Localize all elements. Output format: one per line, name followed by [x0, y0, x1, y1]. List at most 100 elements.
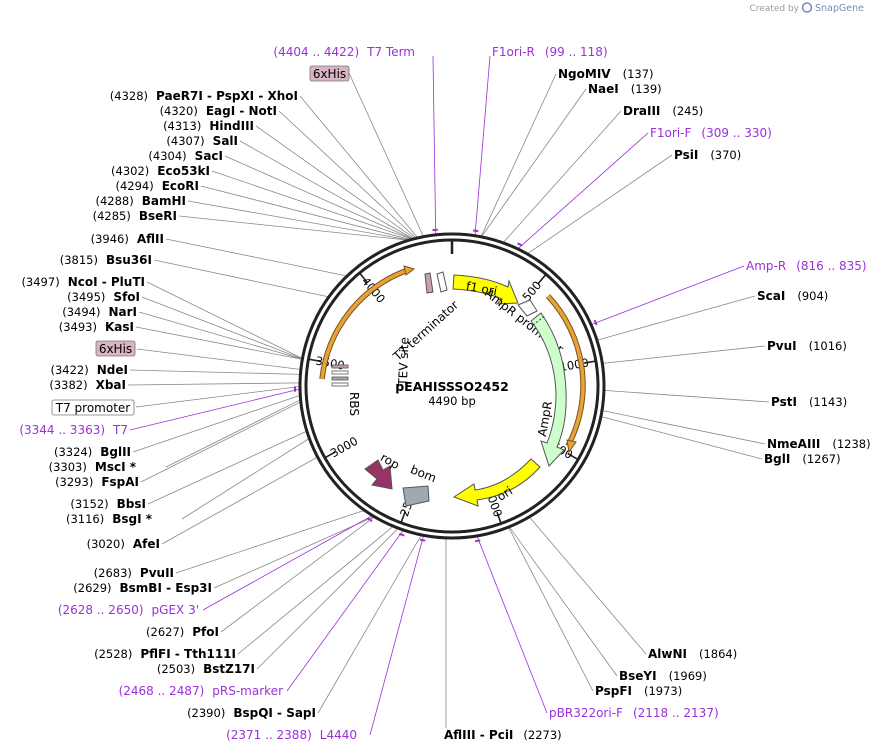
his-tag-box-label[interactable]: 6xHis [99, 342, 132, 356]
t7-promoter-box-label[interactable]: T7 promoter [55, 401, 131, 415]
leader-line [175, 509, 365, 574]
right-label[interactable]: PvuI(1016) [767, 339, 847, 353]
t7-promoter-feature[interactable] [331, 382, 349, 387]
right-label[interactable]: Amp-R(816 .. 835) [746, 259, 867, 273]
left-label[interactable]: (3293)FspAI [55, 475, 139, 489]
right-label[interactable]: BglI(1267) [764, 452, 841, 466]
left-label[interactable]: (2683)PvuII [94, 566, 174, 580]
leader-lines [127, 55, 770, 736]
ampr-label: AmpR [535, 400, 555, 438]
left-label[interactable]: (4307)SalI [166, 134, 238, 148]
right-label[interactable]: AlwNI(1864) [648, 647, 737, 661]
snapgene-logo-icon [801, 2, 813, 13]
right-label[interactable]: pBR322ori-F(2118 .. 2137) [549, 706, 719, 720]
leader-line [153, 259, 329, 298]
left-label[interactable]: (4320)EagI - NotI [160, 104, 277, 118]
leader-line [255, 125, 415, 239]
left-label[interactable]: (4302)Eco53kI [111, 164, 210, 178]
left-label[interactable]: (3152)BbsI [70, 497, 146, 511]
leader-line [135, 326, 303, 360]
his-tag-feature[interactable] [331, 364, 349, 369]
right-label[interactable]: NgoMIV(137) [558, 67, 654, 81]
left-labels: (4404 .. 4422)T7 Term 6xHis (4328)PaeR7I… [19, 45, 415, 742]
leader-line [132, 394, 301, 453]
left-label[interactable]: (3344 .. 3363)T7 [19, 423, 128, 437]
tick-label: 3500 [314, 354, 345, 373]
leader-line [135, 386, 301, 408]
left-label[interactable]: (3422)NdeI [51, 363, 129, 377]
left-label[interactable]: (4294)EcoRI [115, 179, 199, 193]
f1-ori-feature[interactable] [452, 274, 519, 305]
leader-line [237, 525, 394, 655]
ampr-feature[interactable] [530, 312, 567, 467]
tev-site-label: TEV site [396, 337, 412, 387]
leader-line [508, 526, 594, 692]
insert-orf-arc [320, 268, 409, 380]
leader-line [474, 55, 491, 236]
left-label[interactable]: (2371 .. 2388)L4440 [226, 728, 357, 742]
bottom-label[interactable]: AflIII - PciI(2273) [444, 728, 562, 742]
right-label[interactable]: ScaI(904) [757, 289, 828, 303]
rbs-feature[interactable] [331, 376, 349, 381]
left-label[interactable]: (2390)BspQI - SapI [187, 706, 316, 720]
right-label[interactable]: DraIII(245) [623, 104, 703, 118]
rbs-label: RBS [347, 392, 361, 416]
rop-feature[interactable] [364, 459, 393, 490]
leader-line [141, 296, 303, 360]
left-label[interactable]: (2528)PflFI - Tth111I [94, 647, 236, 661]
backbone-outer-ring [298, 232, 606, 540]
tick-mark [308, 358, 321, 363]
primer-bind-mark [517, 242, 523, 247]
ampr-promoter-feature[interactable] [517, 299, 538, 317]
right-label[interactable]: NmeAIII(1238) [767, 437, 871, 451]
left-label[interactable]: (4404 .. 4422)T7 Term [273, 45, 415, 59]
leader-line [129, 369, 301, 375]
leader-line [590, 265, 745, 325]
ori-feature[interactable] [452, 458, 541, 507]
ampr-orf-arc [546, 294, 585, 447]
right-label[interactable]: PstI(1143) [771, 395, 847, 409]
left-label[interactable]: (3494)NarI [62, 305, 137, 319]
leader-line [239, 140, 414, 240]
tick-mark [358, 272, 368, 283]
left-label[interactable]: (3946)AflII [91, 232, 164, 246]
right-label[interactable]: F1ori-R(99 .. 118) [492, 45, 608, 59]
his-tag-box-label[interactable]: 6xHis [313, 67, 346, 81]
tev-site-feature[interactable] [331, 370, 349, 375]
leader-line [146, 281, 303, 359]
left-label[interactable]: (2629)BsmBI - Esp3I [73, 581, 212, 595]
left-label[interactable]: (3324)BglII [54, 445, 131, 459]
t7-terminator-feature[interactable] [424, 272, 434, 294]
left-label[interactable]: (3382)XbaI [49, 378, 126, 392]
left-label[interactable]: (2503)BstZ17I [157, 662, 255, 676]
left-label[interactable]: (2627)PfoI [146, 625, 219, 639]
left-label[interactable]: (4313)HindIII [163, 119, 254, 133]
right-label[interactable]: BseYI(1969) [619, 669, 707, 683]
primer-bind-mark [419, 538, 426, 542]
bom-feature[interactable] [402, 485, 430, 507]
left-label[interactable]: (3303)MscI * [49, 460, 137, 474]
left-label[interactable]: (4285)BseRI [93, 209, 177, 223]
right-label[interactable]: NaeI(139) [588, 82, 662, 96]
tick-mark [400, 511, 406, 524]
ampr-junction-marker [532, 315, 546, 326]
left-label[interactable]: (3116)BsgI * [66, 512, 153, 526]
left-label[interactable]: (4328)PaeR7I - PspXI - XhoI [110, 89, 298, 103]
left-label[interactable]: (3495)SfoI [67, 290, 140, 304]
plasmid-name: pEAHISSSO2452 [395, 379, 509, 394]
t7-terminator-hairpin-icon [436, 271, 448, 293]
left-label[interactable]: (3815)Bsu36I [60, 253, 152, 267]
plasmid-length: 4490 bp [428, 394, 476, 408]
left-label[interactable]: (3020)AfeI [87, 537, 160, 551]
left-label[interactable]: (4304)SacI [148, 149, 223, 163]
left-label[interactable]: (4288)BamHI [95, 194, 186, 208]
left-label[interactable]: (2628 .. 2650)pGEX 3' [58, 603, 199, 617]
left-label[interactable]: (3497)NcoI - PluTI [21, 275, 145, 289]
left-label[interactable]: (3493)KasI [59, 320, 134, 334]
leader-line [200, 185, 411, 241]
his-tag-box [309, 65, 350, 82]
right-label[interactable]: PsiI(370) [674, 148, 741, 162]
right-label[interactable]: F1ori-F(309 .. 330) [650, 126, 772, 140]
left-label[interactable]: (2468 .. 2487)pRS-marker [119, 684, 283, 698]
right-label[interactable]: PspFI(1973) [595, 684, 682, 698]
